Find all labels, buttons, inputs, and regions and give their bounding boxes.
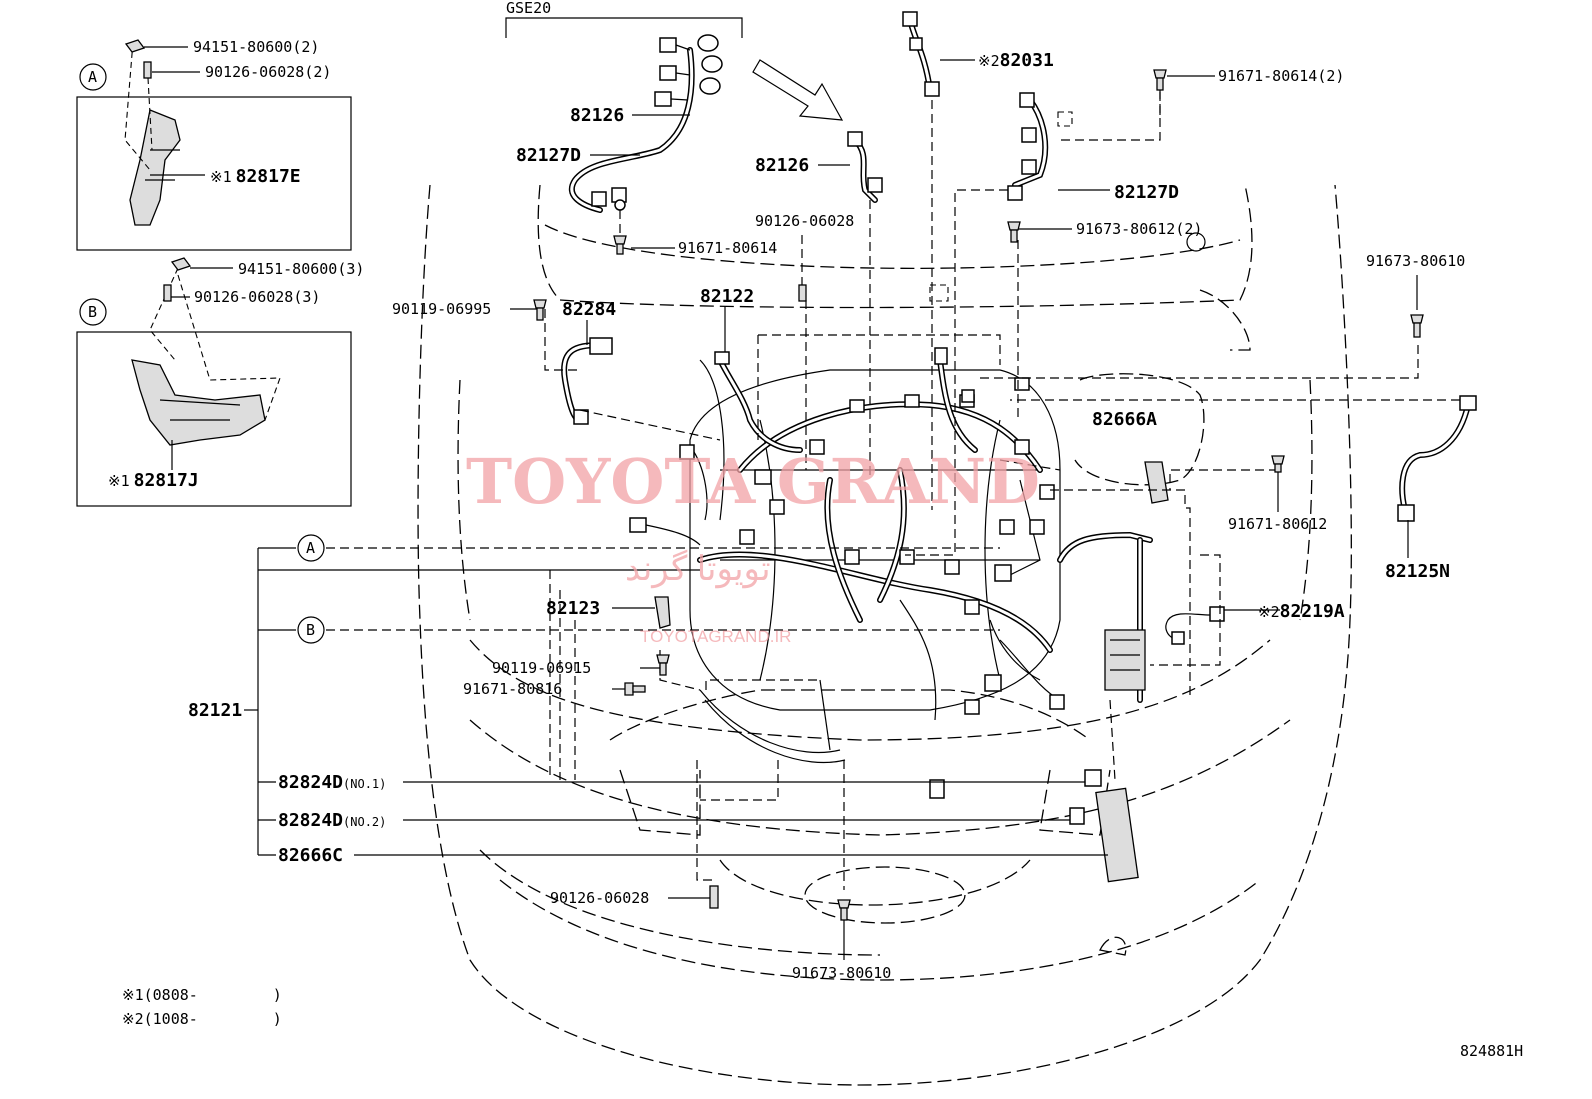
vehicle-body-outline	[417, 184, 1352, 1086]
label-91671-80816: 91671-80816	[463, 680, 562, 698]
watermark: TOYOTA GRAND تويوتا گرند TOYOTAGRAND.IR	[466, 445, 1040, 646]
label-82824d-no1: 82824D(NO.1)	[278, 772, 386, 793]
diagram-code: 824881H	[1460, 1042, 1523, 1060]
label-91671-80614: 91671-80614	[678, 239, 777, 257]
label-91673-80612-2: 91673-80612(2)	[1076, 220, 1202, 238]
watermark-arabic: تويوتا گرند	[625, 549, 771, 589]
label-90126-06028-bottom: 90126-06028	[550, 889, 649, 907]
engine-harness-assembly	[629, 347, 1169, 883]
inset-a-part-2-number: 90126-06028(2)	[205, 63, 331, 81]
label-90126-06028-mid: 90126-06028	[755, 212, 854, 230]
label-82127d-right: 82127D	[1114, 182, 1179, 203]
inset-a-part-1-number: 94151-80600(2)	[193, 38, 319, 56]
label-82824d-no2: 82824D(NO.2)	[278, 810, 386, 831]
watermark-main: TOYOTA GRAND	[466, 445, 1040, 518]
label-82666c: 82666C	[278, 845, 343, 866]
gse20-label: GSE20	[506, 0, 551, 17]
label-82126-mid: 82126	[755, 155, 809, 176]
label-82666a: 82666A	[1092, 409, 1157, 430]
label-82122: 82122	[700, 286, 754, 307]
gse20-group: GSE20	[505, 0, 1477, 645]
label-82127d-left: 82127D	[516, 145, 581, 166]
footnotes: ※1(0808-) ※2(1008-)	[122, 986, 282, 1028]
note-2: ※2(1008-)	[122, 1010, 282, 1028]
label-82121: 82121	[188, 700, 242, 721]
label-90119-06995: 90119-06995	[392, 300, 491, 318]
inset-a-circle-label: A	[88, 68, 97, 86]
watermark-sub: TOYOTAGRAND.IR	[640, 627, 791, 646]
note-1: ※1(0808-)	[122, 986, 282, 1004]
label-91671-80614-2: 91671-80614(2)	[1218, 67, 1344, 85]
label-90119-06915: 90119-06915	[492, 659, 591, 677]
label-91673-80610-bottom: 91673-80610	[792, 964, 891, 982]
label-91673-80610-right: 91673-80610	[1366, 252, 1465, 270]
label-82031: ※282031	[978, 50, 1054, 71]
part-labels: 82126 82127D 91671-80614 82284 90119-069…	[188, 50, 1465, 982]
label-82123: 82123	[546, 598, 600, 619]
leader-lines	[244, 59, 1460, 960]
ref-circle-b: B	[306, 621, 315, 639]
inset-b-circle-label: B	[88, 303, 97, 321]
label-91671-80612: 91671-80612	[1228, 515, 1327, 533]
fasteners	[533, 69, 1424, 921]
label-82284: 82284	[562, 299, 616, 320]
inset-b-part-2-number: 90126-06028(3)	[194, 288, 320, 306]
label-82125n: 82125N	[1385, 561, 1450, 582]
ref-circle-a: A	[306, 539, 315, 557]
label-82126-top: 82126	[570, 105, 624, 126]
label-82219a: ※282219A	[1258, 601, 1345, 622]
inset-b-part-1-number: 94151-80600(3)	[238, 260, 364, 278]
